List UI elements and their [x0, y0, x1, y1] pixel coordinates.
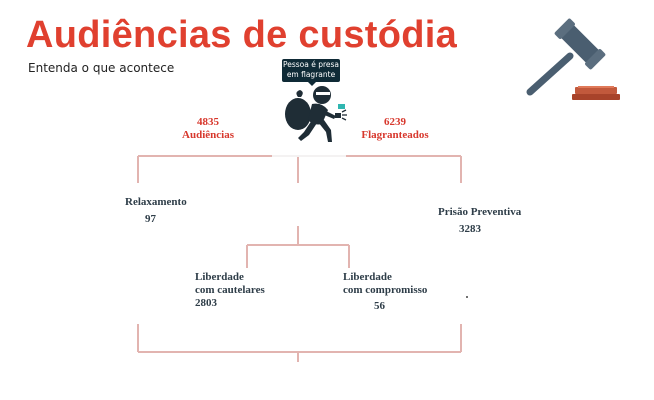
liberdade-cautelares-line-1: Liberdade	[195, 271, 244, 283]
audiencias-stat: 4835 Audiências	[172, 116, 244, 142]
thief-running-icon	[285, 86, 347, 142]
node-relaxamento: Relaxamento 97	[125, 196, 187, 226]
relaxamento-label: Relaxamento	[125, 196, 187, 208]
liberdade-cautelares-value: 2803	[195, 297, 217, 309]
gavel-icon	[526, 18, 620, 100]
page-subtitle: Entenda o que acontece	[28, 61, 175, 75]
node-liberdade-compromisso: Liberdade com compromisso 56	[343, 271, 427, 313]
stray-dot	[466, 296, 468, 298]
flagranteados-value: 6239	[384, 116, 406, 128]
node-liberdade-cautelares: Liberdade com cautelares 2803	[195, 271, 265, 310]
flagranteados-label: Flagranteados	[361, 129, 429, 141]
node-prisao-preventiva: Prisão Preventiva 3283	[438, 206, 521, 236]
flagranteados-stat: 6239 Flagranteados	[350, 116, 440, 142]
tooltip-line-1: Pessoa é presa	[282, 60, 340, 69]
liberdade-compromisso-line-2: com compromisso	[343, 284, 428, 296]
prisao-preventiva-value: 3283	[459, 223, 481, 235]
liberdade-compromisso-value: 56	[374, 300, 385, 312]
liberdade-compromisso-line-1: Liberdade	[343, 271, 392, 283]
prisao-preventiva-label: Prisão Preventiva	[438, 206, 522, 218]
page-title: Audiências de custódia	[26, 14, 458, 56]
tooltip-line-2: em flagrante	[286, 70, 336, 79]
relaxamento-value: 97	[145, 213, 156, 225]
audiencias-label: Audiências	[182, 129, 234, 141]
audiencias-value: 4835	[197, 116, 219, 128]
arrest-tooltip: Pessoa é presa em flagrante	[282, 59, 340, 86]
liberdade-cautelares-line-2: com cautelares	[195, 284, 265, 296]
